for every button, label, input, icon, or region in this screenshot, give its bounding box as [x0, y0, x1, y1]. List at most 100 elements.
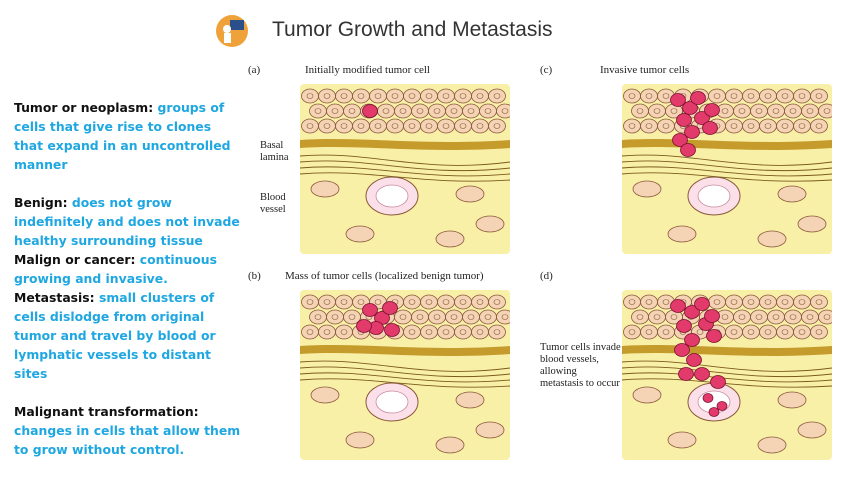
fibroblast-cell [345, 225, 375, 243]
cell-nucleus [781, 93, 789, 99]
cell-nucleus [314, 108, 322, 114]
cell-nucleus [730, 299, 738, 305]
cell-nucleus [357, 93, 365, 99]
epithelial-cell [708, 294, 726, 310]
epithelial-cell [369, 88, 387, 104]
tissue-illustration-b [299, 290, 514, 460]
tumor-cell [670, 299, 686, 313]
fibroblast-cell [667, 225, 697, 243]
tumor-cell [676, 113, 692, 127]
epithelial-cell [810, 118, 828, 134]
cell-nucleus [425, 299, 433, 305]
epithelial-cell [479, 309, 497, 325]
tissue-illustration-a [299, 84, 514, 254]
cell-nucleus [670, 108, 678, 114]
cell-nucleus [772, 108, 780, 114]
epithelial-cell [750, 309, 768, 325]
vessel-lumen [697, 184, 731, 208]
cell-nucleus [357, 123, 365, 129]
epithelial-cell [428, 309, 446, 325]
panel-c-caption: Invasive tumor cells [600, 64, 690, 76]
fibroblast-cell [797, 421, 827, 439]
epithelial-cell [420, 324, 438, 340]
cell-nucleus [747, 299, 755, 305]
collagen-fiber [299, 154, 511, 166]
tumor-cell [672, 133, 688, 147]
panel-a-caption: Initially modified tumor cell [305, 64, 430, 76]
collagen-fiber [621, 360, 833, 372]
epithelial-cell [759, 294, 777, 310]
collagen-fiber [621, 160, 833, 172]
cell-nucleus [493, 329, 501, 335]
epithelial-cell [437, 88, 455, 104]
epithelial-cell [471, 118, 489, 134]
epithelial-cell [420, 118, 438, 134]
epithelial-cell [326, 103, 344, 119]
epithelial-cell [343, 103, 361, 119]
cell-nucleus [798, 123, 806, 129]
fibroblast-cell [310, 386, 340, 404]
epithelial-cell [335, 118, 353, 134]
cell-nucleus [781, 123, 789, 129]
cell-nucleus [459, 123, 467, 129]
tumor-cell [676, 319, 692, 333]
epithelial-cell [623, 324, 641, 340]
basal-lamina-label: Basal lamina [260, 140, 289, 163]
epithelial-cell [623, 88, 641, 104]
cell-nucleus [348, 108, 356, 114]
tumor-cell [684, 305, 700, 319]
epithelial-cell [301, 294, 319, 310]
fibroblast-cell [667, 431, 697, 449]
cell-nucleus [636, 314, 644, 320]
epithelial-cell [403, 294, 421, 310]
cell-nucleus [815, 123, 823, 129]
tumor-cell [674, 343, 690, 357]
cell-nucleus [450, 314, 458, 320]
cell-nucleus [306, 329, 314, 335]
cell-nucleus [713, 299, 721, 305]
cell-nucleus [721, 314, 729, 320]
tumor-cell [704, 309, 720, 323]
cell-nucleus [442, 93, 450, 99]
cell-nucleus [459, 93, 467, 99]
cell-nucleus [823, 314, 831, 320]
cell-nucleus [764, 329, 772, 335]
epithelial-cell [462, 309, 480, 325]
cell-nucleus [738, 314, 746, 320]
tumor-cell [684, 333, 700, 347]
intravascular-tumor-cell [716, 401, 728, 411]
epithelial-cell [742, 88, 760, 104]
epithelial-cell [776, 88, 794, 104]
vessel-lumen [375, 390, 409, 414]
tumor-cell [694, 111, 710, 125]
epithelial-cell [742, 324, 760, 340]
epithelial-cell [352, 118, 370, 134]
tumor-cell [710, 375, 726, 389]
epithelial-cell [420, 294, 438, 310]
epithelial-cell [318, 294, 336, 310]
epithelial-cell [631, 309, 649, 325]
epithelial-cell [471, 88, 489, 104]
cell-nucleus [628, 93, 636, 99]
fibroblast-cell [757, 230, 787, 248]
cell-nucleus [645, 299, 653, 305]
epithelial-cell [471, 294, 489, 310]
tumor-cell [704, 103, 720, 117]
epithelial-cell [479, 103, 497, 119]
epithelial-cell [793, 88, 811, 104]
basal-lamina [300, 139, 510, 150]
cell-nucleus [730, 93, 738, 99]
cell-nucleus [442, 299, 450, 305]
cell-nucleus [815, 329, 823, 335]
tumor-cell [706, 329, 722, 343]
epithelial-cell [403, 324, 421, 340]
epithelial-cell [445, 309, 463, 325]
cell-nucleus [662, 329, 670, 335]
cell-nucleus [493, 299, 501, 305]
epithelial-cell [733, 309, 751, 325]
cell-nucleus [798, 299, 806, 305]
epithelial-cell [776, 324, 794, 340]
epithelial-cell [403, 88, 421, 104]
epithelial-cell [377, 103, 395, 119]
basal-lamina [622, 345, 832, 356]
